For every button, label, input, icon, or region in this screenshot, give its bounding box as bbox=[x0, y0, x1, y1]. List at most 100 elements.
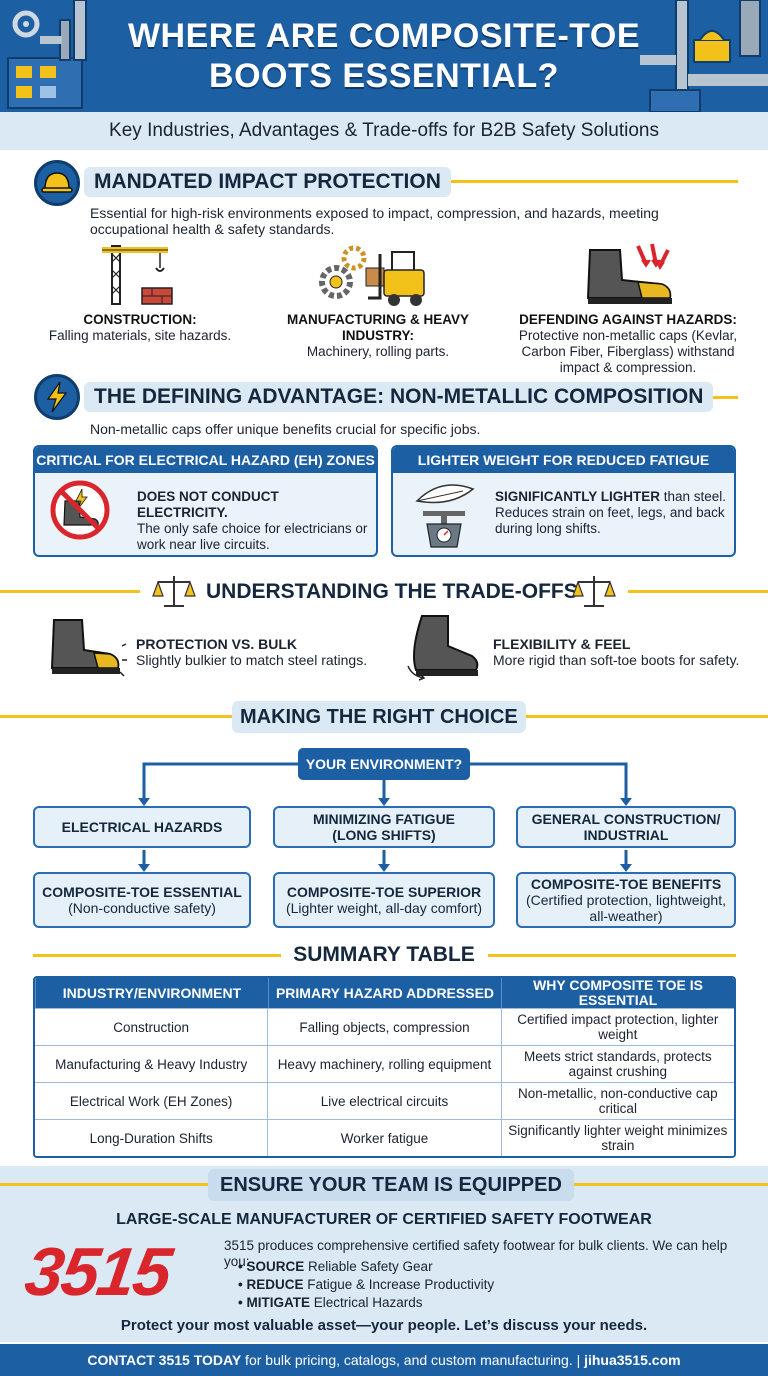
header-banner: WHERE ARE COMPOSITE-TOE BOOTS ESSENTIAL? bbox=[0, 0, 768, 112]
table-cell: Manufacturing & Heavy Industry bbox=[35, 1046, 268, 1082]
tradeoff-bulk: PROTECTION VS. BULK Slightly bulkier to … bbox=[136, 636, 396, 668]
factory-icon bbox=[7, 0, 87, 109]
tradeoff-title: FLEXIBILITY & FEEL bbox=[493, 636, 631, 652]
table-cell: Meets strict standards, protects against… bbox=[500, 1046, 734, 1082]
bullet-bold: REDUCE bbox=[246, 1277, 304, 1292]
page-title: WHERE ARE COMPOSITE-TOE BOOTS ESSENTIAL? bbox=[90, 16, 678, 96]
industry-title: DEFENDING AGAINST HAZARDS: bbox=[519, 312, 737, 327]
table-cell: Falling objects, compression bbox=[267, 1009, 501, 1045]
cta-subheading: LARGE-SCALE MANUFACTURER OF CERTIFIED SA… bbox=[116, 1211, 652, 1228]
section-heading-cta: ENSURE YOUR TEAM IS EQUIPPED bbox=[208, 1169, 574, 1201]
bullet-text: Fatigue & Increase Productivity bbox=[303, 1277, 495, 1292]
industry-desc: Falling materials, site hazards. bbox=[48, 328, 232, 343]
table-row: Manufacturing & Heavy Industry Heavy mac… bbox=[35, 1045, 734, 1082]
website-link[interactable]: jihua3515.com bbox=[584, 1352, 681, 1368]
crane-icon bbox=[102, 245, 173, 305]
gear-icon bbox=[12, 10, 40, 38]
footer-bar: CONTACT 3515 TODAY for bulk pricing, cat… bbox=[0, 1344, 768, 1376]
list-item: REDUCE Fatigue & Increase Productivity bbox=[238, 1276, 638, 1294]
industry-manufacturing: MANUFACTURING & HEAVY INDUSTRY: Machiner… bbox=[268, 312, 488, 360]
branch-question-fatigue: MINIMIZING FATIGUE (LONG SHIFTS) bbox=[273, 806, 495, 848]
mandated-intro: Essential for high-risk environments exp… bbox=[90, 205, 659, 237]
section-divider bbox=[0, 590, 140, 593]
table-cell: Certified impact protection, lighter wei… bbox=[500, 1009, 734, 1045]
industry-desc: Protective non-metallic caps (Kevlar, Ca… bbox=[518, 328, 738, 375]
tradeoff-desc: More rigid than soft-toe boots for safet… bbox=[493, 652, 740, 668]
section-divider bbox=[430, 180, 738, 183]
branch-answer: COMPOSITE-TOE ESSENTIAL bbox=[42, 884, 242, 900]
footer-text: for bulk pricing, catalogs, and custom m… bbox=[241, 1352, 585, 1368]
title-line-2: BOOTS ESSENTIAL? bbox=[209, 57, 559, 95]
section-divider bbox=[628, 590, 768, 593]
table-cell: Electrical Work (EH Zones) bbox=[35, 1083, 268, 1119]
industry-desc: Machinery, rolling parts. bbox=[306, 344, 450, 359]
hard-hat-icon bbox=[34, 160, 80, 206]
branch-answer-electrical: COMPOSITE-TOE ESSENTIAL (Non-conductive … bbox=[33, 872, 251, 928]
lighter-weight-bold: SIGNIFICANTLY LIGHTER bbox=[495, 489, 661, 504]
decision-tree-connectors bbox=[138, 762, 632, 872]
section-heading-summary: SUMMARY TABLE bbox=[293, 943, 475, 966]
footer-contact: CONTACT 3515 TODAY bbox=[87, 1352, 242, 1368]
cta-bullets: SOURCE Reliable Safety Gear REDUCE Fatig… bbox=[238, 1258, 638, 1312]
company-logo: 3515 bbox=[20, 1234, 175, 1310]
eh-zones-body: DOES NOT CONDUCT ELECTRICITY. The only s… bbox=[137, 489, 373, 553]
tradeoff-title: PROTECTION VS. BULK bbox=[136, 636, 298, 652]
industry-hazards: DEFENDING AGAINST HAZARDS: Protective no… bbox=[508, 312, 748, 376]
eh-zones-text: The only safe choice for electricians or… bbox=[137, 521, 368, 552]
bullet-bold: SOURCE bbox=[246, 1259, 305, 1274]
bullet-text: Reliable Safety Gear bbox=[304, 1259, 433, 1274]
advantage-intro: Non-metallic caps offer unique benefits … bbox=[90, 421, 481, 437]
section-divider bbox=[690, 396, 738, 399]
industry-title: CONSTRUCTION: bbox=[83, 312, 197, 327]
column-header: PRIMARY HAZARD ADDRESSED bbox=[268, 978, 501, 1008]
table-cell: Non-metallic, non-conductive cap critica… bbox=[500, 1083, 734, 1119]
boot-impact-icon bbox=[586, 243, 672, 304]
table-cell: Significantly lighter weight minimizes s… bbox=[500, 1120, 734, 1156]
subtitle: Key Industries, Advantages & Trade-offs … bbox=[109, 120, 659, 141]
industry-construction: CONSTRUCTION: Falling materials, site ha… bbox=[30, 312, 250, 344]
pipes-icon bbox=[640, 0, 768, 112]
lighter-weight-box: LIGHTER WEIGHT FOR REDUCED FATIGUE SIGNI… bbox=[391, 445, 736, 557]
summary-table: INDUSTRY/ENVIRONMENT PRIMARY HAZARD ADDR… bbox=[33, 976, 736, 1158]
title-line-1: WHERE ARE COMPOSITE-TOE bbox=[127, 17, 641, 55]
lightning-icon bbox=[34, 374, 80, 420]
lighter-weight-inline: than steel. bbox=[660, 489, 727, 504]
subtitle-bar: Key Industries, Advantages & Trade-offs … bbox=[0, 112, 768, 150]
tradeoff-flex: FLEXIBILITY & FEEL More rigid than soft-… bbox=[493, 636, 753, 668]
list-item: MITIGATE Electrical Hazards bbox=[238, 1294, 638, 1312]
table-cell: Live electrical circuits bbox=[267, 1083, 501, 1119]
boot-bulk-icon bbox=[50, 619, 127, 677]
bullet-bold: MITIGATE bbox=[246, 1295, 310, 1310]
tradeoff-desc: Slightly bulkier to match steel ratings. bbox=[136, 652, 368, 668]
branch-detail: (Non-conductive safety) bbox=[68, 900, 216, 916]
cta-closing: Protect your most valuable asset—your pe… bbox=[120, 1317, 648, 1334]
lighter-weight-title: LIGHTER WEIGHT FOR REDUCED FATIGUE bbox=[393, 447, 734, 473]
forklift-gears-icon bbox=[319, 245, 425, 306]
section-divider bbox=[33, 954, 281, 957]
section-heading-tradeoffs: UNDERSTANDING THE TRADE-OFFS bbox=[206, 580, 578, 603]
decision-root: YOUR ENVIRONMENT? bbox=[298, 748, 470, 780]
table-cell: Heavy machinery, rolling equipment bbox=[267, 1046, 501, 1082]
feather-scale-icon bbox=[415, 484, 475, 548]
lighter-weight-body: SIGNIFICANTLY LIGHTER than steel. Reduce… bbox=[495, 489, 731, 537]
industrial-pipes-illustration bbox=[0, 0, 768, 112]
eh-zones-title: CRITICAL FOR ELECTRICAL HAZARD (EH) ZONE… bbox=[35, 447, 376, 473]
branch-detail: (Certified protection, lightweight, all-… bbox=[526, 892, 726, 924]
scales-icon bbox=[152, 576, 196, 607]
branch-question: MINIMIZING FATIGUE (LONG SHIFTS) bbox=[312, 811, 456, 843]
branch-question: GENERAL CONSTRUCTION/ INDUSTRIAL bbox=[531, 811, 721, 843]
table-header-row: INDUSTRY/ENVIRONMENT PRIMARY HAZARD ADDR… bbox=[35, 978, 734, 1008]
eh-zones-box: CRITICAL FOR ELECTRICAL HAZARD (EH) ZONE… bbox=[33, 445, 378, 557]
column-header: INDUSTRY/ENVIRONMENT bbox=[35, 978, 268, 1008]
branch-answer: COMPOSITE-TOE SUPERIOR bbox=[286, 884, 482, 900]
branch-detail: (Lighter weight, all-day comfort) bbox=[285, 900, 483, 916]
branch-question: ELECTRICAL HAZARDS bbox=[61, 819, 223, 835]
table-row: Construction Falling objects, compressio… bbox=[35, 1008, 734, 1045]
eh-zones-bold: DOES NOT CONDUCT ELECTRICITY. bbox=[137, 489, 279, 520]
branch-answer: COMPOSITE-TOE BENEFITS bbox=[530, 876, 722, 892]
section-heading-mandated: MANDATED IMPACT PROTECTION bbox=[84, 167, 451, 197]
boot-flex-icon bbox=[407, 615, 479, 681]
list-item: SOURCE Reliable Safety Gear bbox=[238, 1258, 638, 1276]
table-cell: Construction bbox=[35, 1009, 268, 1045]
table-row: Long-Duration Shifts Worker fatigue Sign… bbox=[35, 1119, 734, 1156]
